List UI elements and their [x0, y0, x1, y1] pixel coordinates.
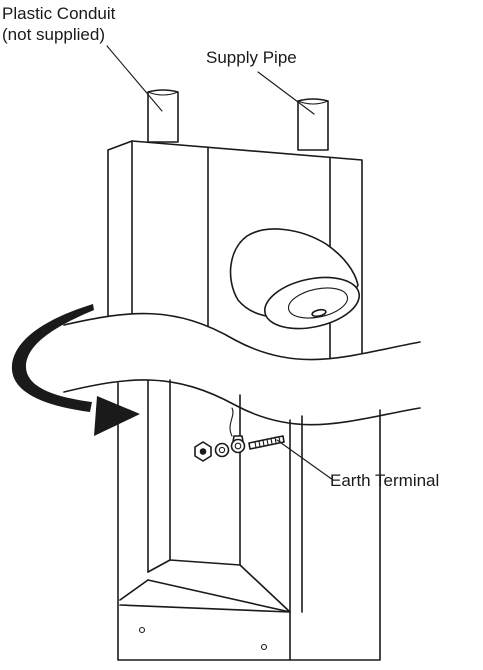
conduit-label-line2: (not supplied)	[2, 25, 106, 44]
conduit-label-line1: Plastic Conduit	[2, 4, 116, 23]
supply-pipe-label: Supply Pipe	[206, 48, 297, 67]
shower-outlet	[229, 228, 361, 330]
earth-nut	[194, 441, 212, 462]
earth-washer	[214, 442, 230, 458]
earth-wire	[229, 407, 234, 437]
mounting-hole	[260, 643, 268, 651]
plastic-conduit-label: Plastic Conduit (not supplied)	[2, 3, 115, 45]
upper-unit	[107, 89, 363, 363]
earth-terminal-leader	[276, 439, 334, 481]
lower-backplate	[117, 379, 381, 661]
rotation-arrow	[11, 304, 140, 436]
plastic-conduit-pipe	[147, 89, 179, 143]
supply-pipe	[297, 98, 329, 151]
break-band	[64, 313, 420, 425]
earth-ring-terminal	[230, 435, 246, 454]
earth-stud	[248, 435, 285, 450]
supply-pipe-leader	[257, 71, 315, 115]
mounting-hole	[138, 626, 146, 634]
earth-terminal-label: Earth Terminal	[330, 471, 440, 490]
conduit-leader	[106, 45, 163, 112]
